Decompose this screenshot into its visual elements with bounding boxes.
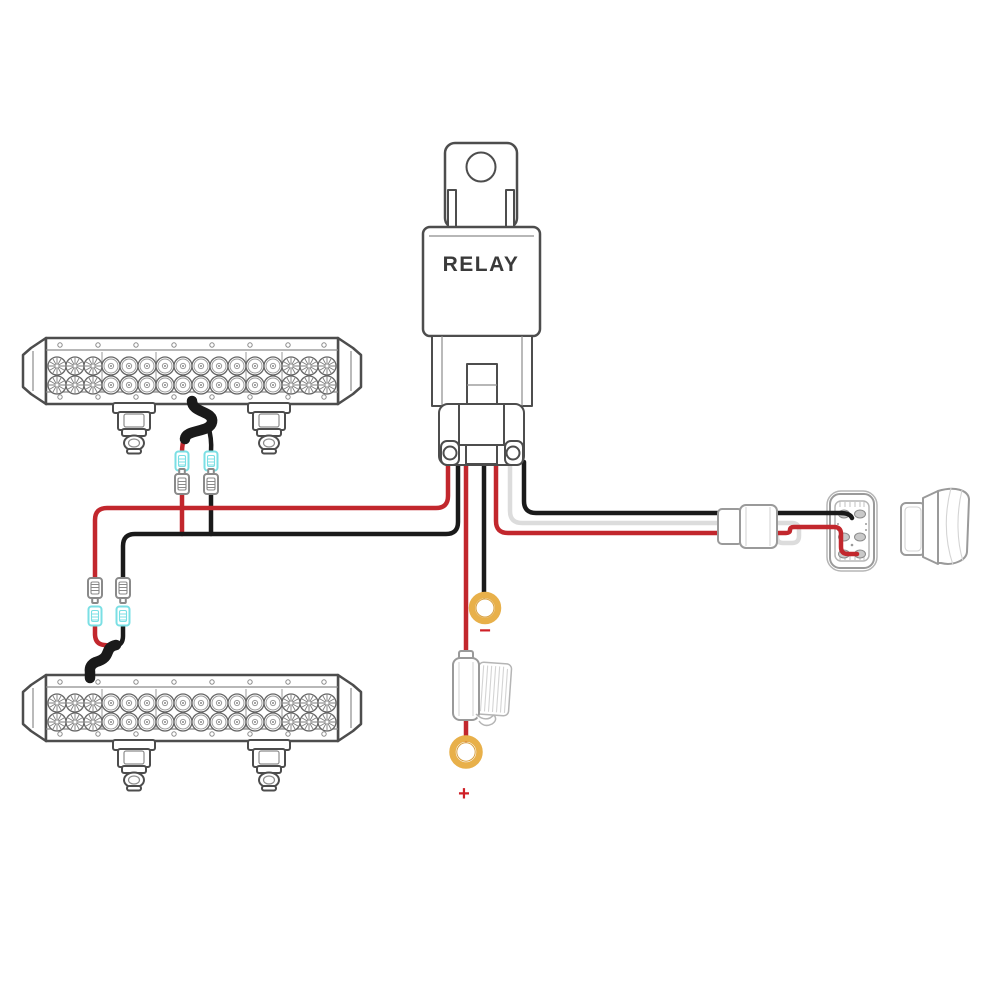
wire-red-left-trunk: [92, 459, 451, 583]
connector-pair-bottom-black: [115, 577, 131, 627]
socket-inner-lower: [465, 444, 498, 465]
fuse-holder-cover: [474, 661, 513, 717]
connector-sleeve: [717, 504, 778, 549]
female-connector: [174, 450, 190, 472]
ring-terminal-negative: [468, 591, 502, 625]
socket-hole-right: [505, 445, 521, 461]
relay-tab-notch-right: [505, 189, 515, 228]
bottom-pigtail-red-lead: [92, 621, 117, 649]
sleeve-large: [739, 504, 778, 549]
wire-white-loop: [773, 520, 802, 546]
light-bar-bottom: [23, 675, 361, 791]
female-connector: [87, 605, 103, 627]
rocker-switch-base: [826, 490, 878, 572]
relay: RELAY: [421, 141, 542, 466]
ring-terminal-positive: [449, 735, 483, 769]
relay-tab-notch-left: [447, 189, 457, 228]
wire-black-left-trunk: [120, 459, 461, 583]
connector-pair-top-black: [203, 450, 219, 495]
positive-symbol: +: [458, 783, 470, 805]
cap-back-inner: [904, 506, 922, 552]
wire-black-to-switch: [521, 459, 855, 521]
connector-pair-bottom-red: [87, 577, 103, 627]
female-connector: [203, 450, 219, 472]
connector-pair-top-red: [174, 450, 190, 495]
sleeve-small: [717, 508, 743, 545]
fuse-holder-body: [452, 657, 480, 721]
cap-face-curve-2: [957, 489, 964, 562]
wire-white-to-switch: [507, 459, 779, 526]
cap-face: [937, 487, 970, 565]
male-connector: [115, 577, 131, 604]
male-connector: [174, 468, 190, 495]
inline-fuse-holder: [452, 650, 513, 727]
socket-hole-left: [442, 445, 458, 461]
bottom-pigtail-sheath: [84, 639, 122, 684]
fuse-holder-latch: [475, 713, 497, 727]
male-connector: [87, 577, 103, 604]
socket-inner: [458, 403, 505, 446]
wire-red-to-switch: [493, 459, 860, 557]
male-connector: [203, 468, 219, 495]
relay-mounting-hole: [465, 151, 497, 183]
top-pigtail-sheath: [179, 395, 218, 445]
relay-body: [421, 225, 542, 338]
relay-label: RELAY: [443, 253, 520, 276]
female-connector: [115, 605, 131, 627]
rocker-switch-cap: [900, 487, 970, 566]
negative-symbol: −: [479, 620, 491, 642]
cap-band: [922, 490, 939, 565]
cap-face-curve-1: [945, 487, 954, 566]
